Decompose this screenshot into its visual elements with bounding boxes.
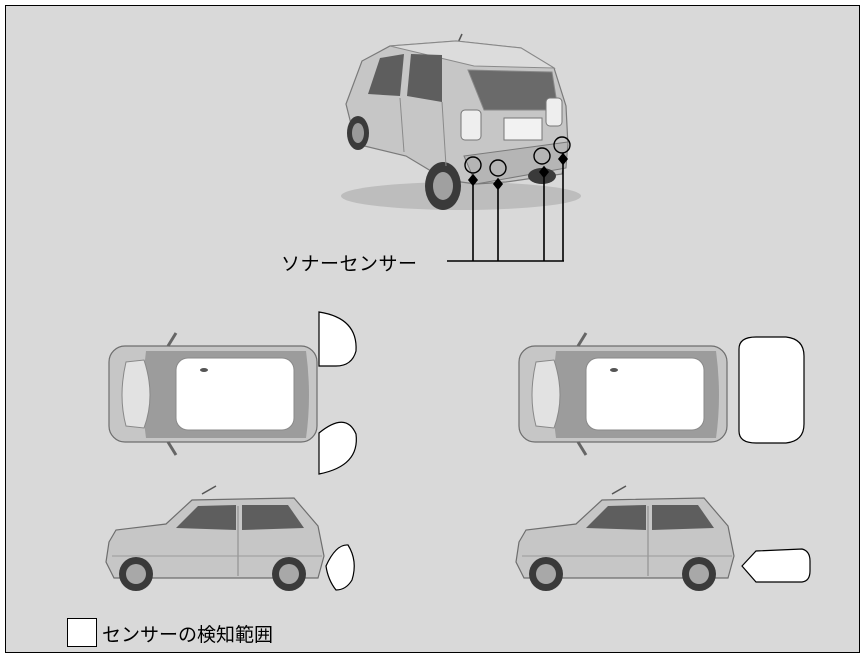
car-rear-three-quarter-view <box>341 33 581 210</box>
sensor-marker-4 <box>553 136 571 154</box>
sensor-diagram <box>105 33 811 591</box>
leader-diamond-icon <box>557 152 569 166</box>
detection-zone-rear-side <box>741 548 811 583</box>
car-top-view-right <box>518 332 728 456</box>
car-top-view-left <box>108 332 318 456</box>
sensor-marker-3 <box>533 147 551 165</box>
detection-zone-rear-wide <box>738 336 805 444</box>
sonar-sensor-label: ソナーセンサー <box>281 253 418 275</box>
detection-zone-corner-side <box>325 544 355 591</box>
detection-zone-corner-lower <box>318 421 357 475</box>
legend-swatch <box>67 618 97 647</box>
sensor-marker-2 <box>489 159 507 177</box>
detection-zone-corner-upper <box>318 311 357 367</box>
leader-diamond-icon <box>467 173 479 187</box>
detection-zones <box>318 311 811 591</box>
legend-detection-range-label: センサーの検知範囲 <box>102 624 274 646</box>
leader-diamond-icon <box>538 165 550 179</box>
sensor-marker-1 <box>464 156 482 174</box>
car-side-view-right <box>515 485 735 591</box>
sensor-markers <box>464 136 571 177</box>
car-side-view-left <box>105 485 325 591</box>
leader-diamond-icon <box>492 177 504 191</box>
diagram-panel: ソナーセンサー センサーの検知範囲 <box>5 5 860 653</box>
sensor-leader-lines <box>447 152 569 262</box>
